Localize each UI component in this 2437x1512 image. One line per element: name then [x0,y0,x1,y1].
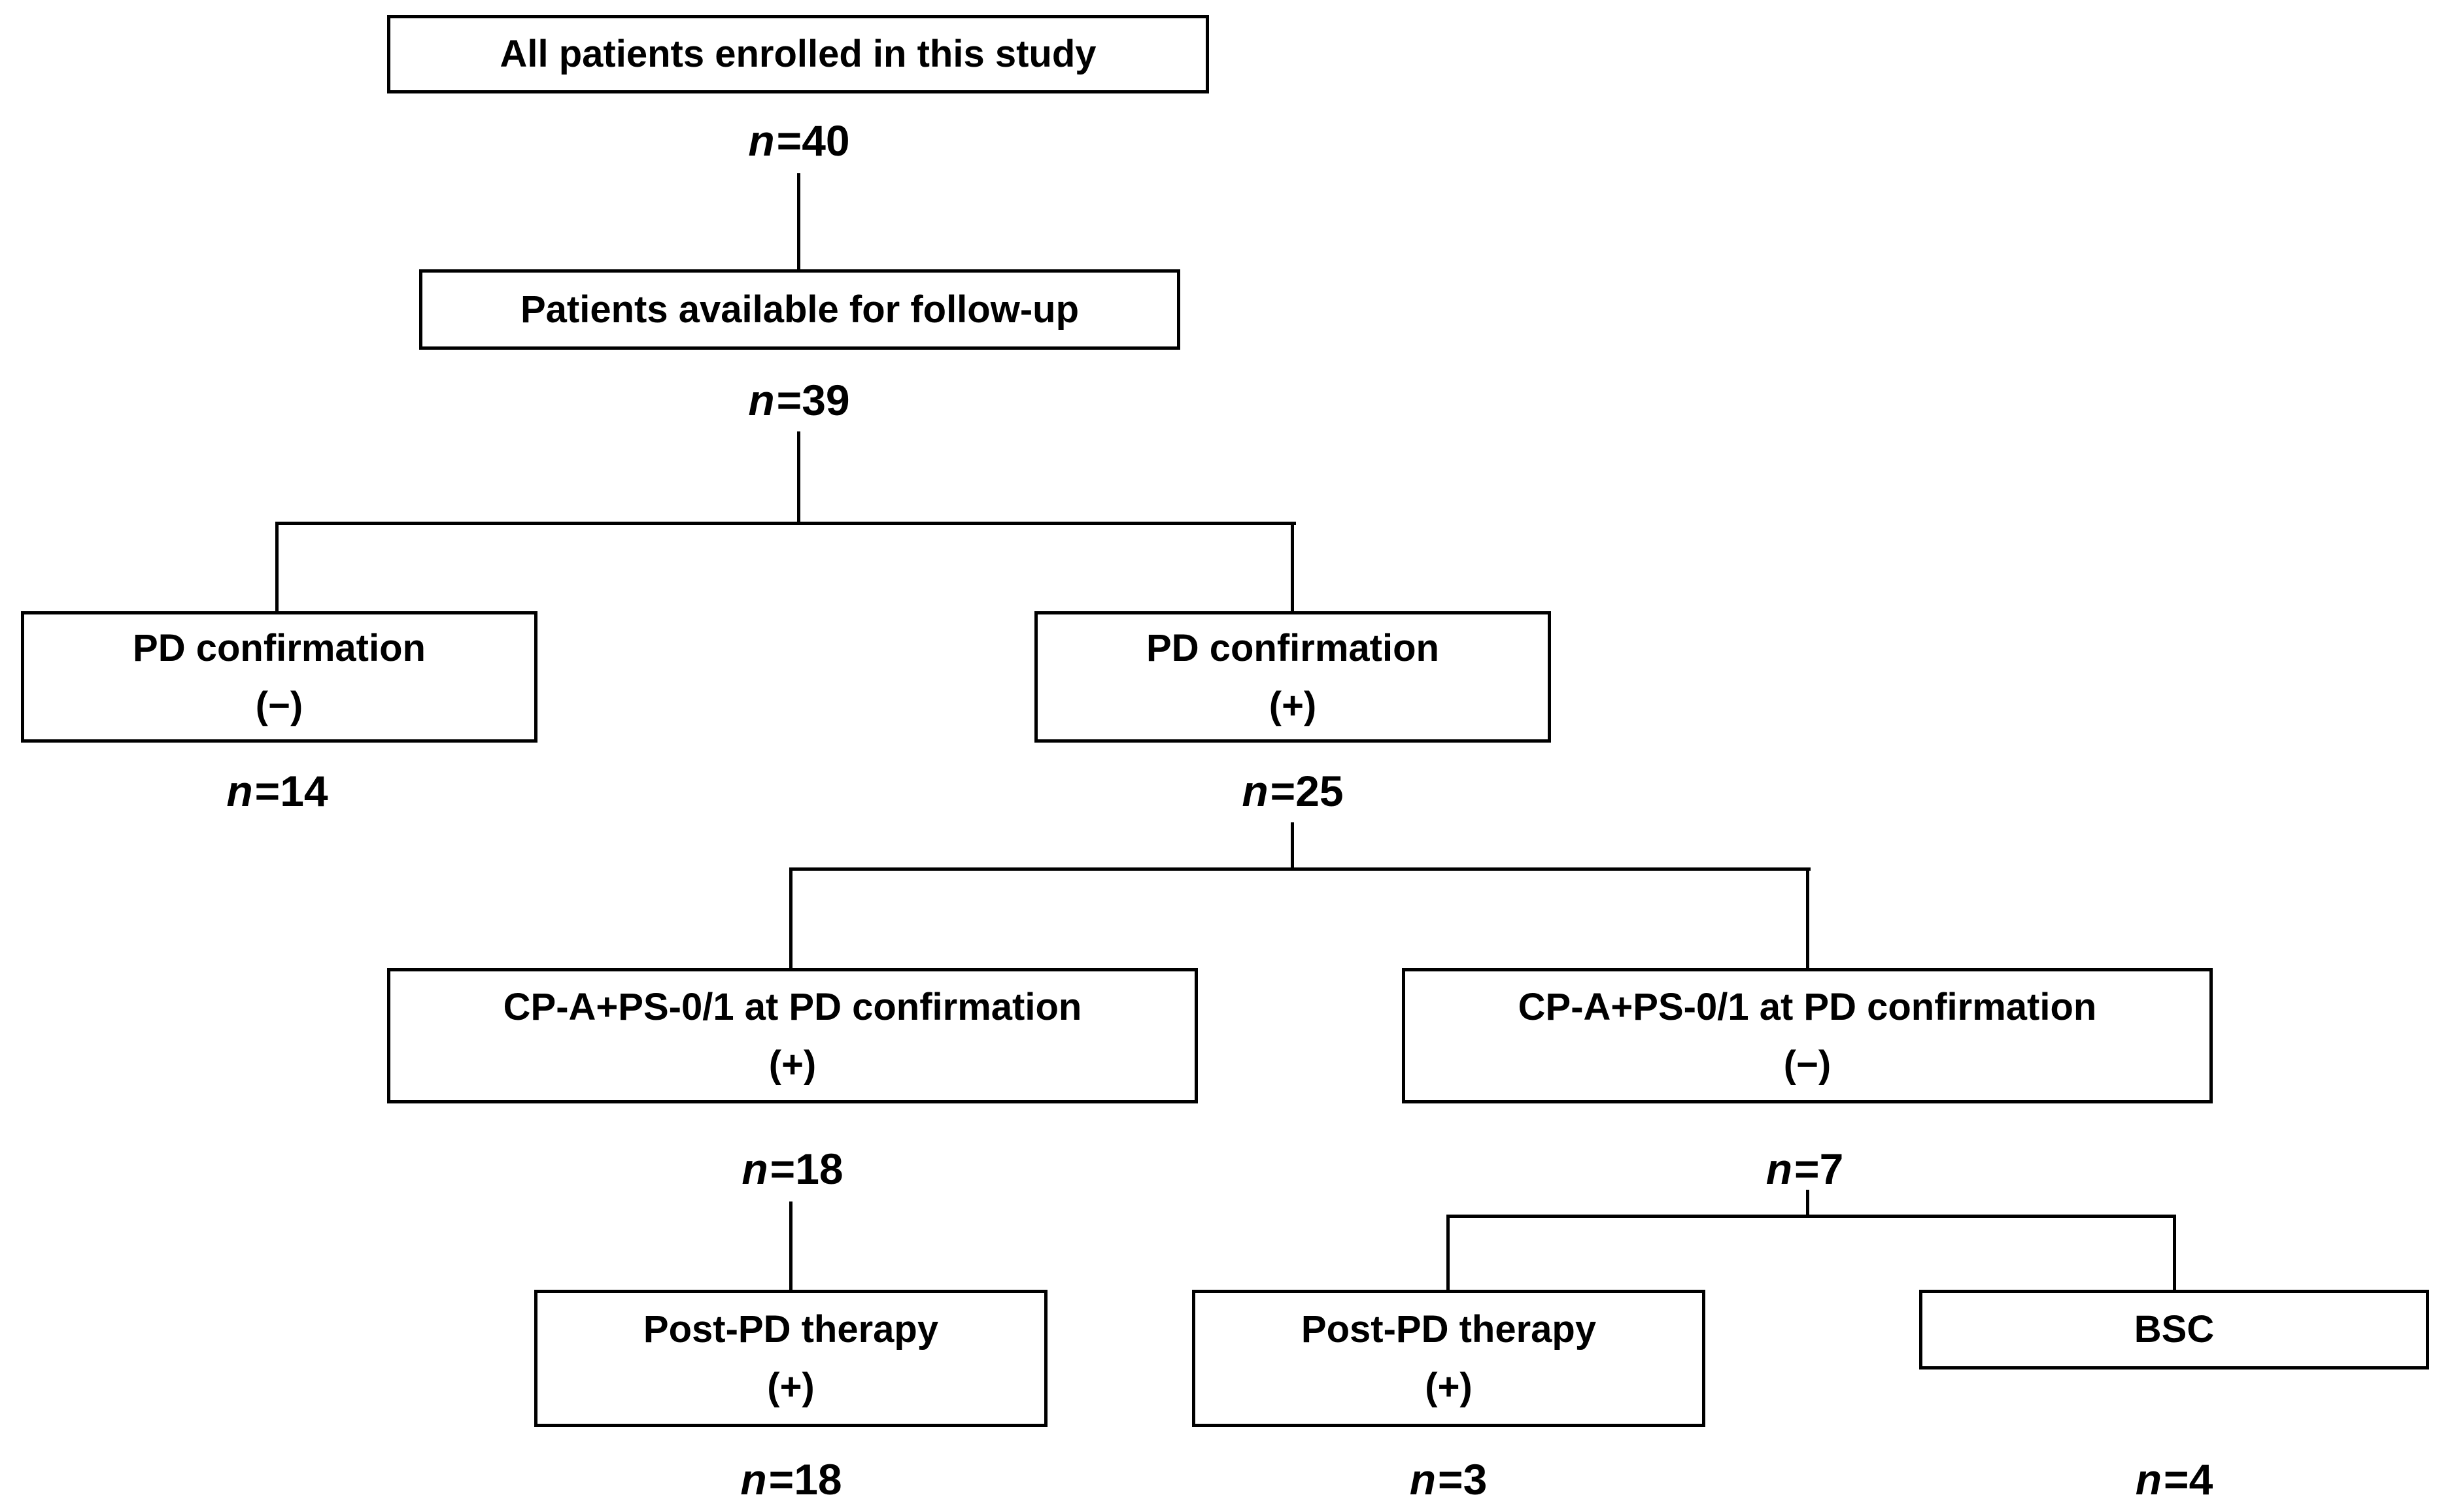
connector-drop-to-cpa-negative [1806,867,1809,968]
box-label: All patients enrolled in this study [500,33,1097,75]
box-label: Patients available for follow-up [520,288,1080,331]
count-symbol-n: n [226,767,253,815]
connector-cpa-negative-branch-bar [1446,1215,2176,1218]
count-value: =18 [770,1145,844,1193]
box-label-line1: PD confirmation [133,626,426,669]
flow-box-pd-confirmation-negative: PD confirmation (−) [21,611,537,743]
count-value: =3 [1438,1455,1488,1504]
box-label-line2: (+) [767,1366,815,1408]
count-label-n40: n=40 [662,113,936,168]
count-symbol-n: n [741,1145,768,1193]
box-label-line1: CP-A+PS-0/1 at PD confirmation [503,985,1082,1028]
count-label-n18: n=18 [655,1141,930,1196]
count-symbol-n: n [748,376,775,424]
connector-pd-positive-branch-bar [789,867,1811,871]
connector-enrolled-to-followup [797,173,800,269]
box-label-line1: Post-PD therapy [643,1308,939,1351]
count-value: =39 [776,376,850,424]
count-value: =18 [768,1455,842,1504]
box-label-line2: (+) [1269,684,1317,727]
count-label-n14: n=14 [140,764,415,818]
count-label-n7: n=7 [1667,1141,1942,1196]
box-label-line2: (−) [1783,1043,1832,1086]
count-symbol-n: n [748,116,775,165]
box-label-line2: (+) [1425,1366,1473,1408]
count-label-n25: n=25 [1155,764,1430,818]
count-value: =25 [1270,767,1344,815]
count-symbol-n: n [1242,767,1269,815]
connector-drop-to-cpa-positive [789,867,792,968]
count-label-n39: n=39 [662,373,936,428]
connector-drop-to-post-pd-mid [1446,1215,1450,1290]
count-value: =4 [2164,1455,2213,1504]
flow-box-pd-confirmation-positive: PD confirmation (+) [1034,611,1551,743]
connector-drop-to-bsc [2173,1215,2176,1290]
connector-pd-positive-branch-stem [1291,822,1294,871]
connector-cpa-negative-branch-stem [1806,1190,1809,1218]
flow-box-post-pd-therapy-left: Post-PD therapy (+) [534,1290,1048,1427]
count-value: =7 [1794,1145,1844,1193]
box-label-line1: CP-A+PS-0/1 at PD confirmation [1518,985,2097,1028]
box-label-line2: (+) [768,1043,817,1086]
flow-box-bsc: BSC [1919,1290,2429,1369]
connector-drop-to-pd-positive [1291,522,1294,611]
connector-followup-branch-bar [275,522,1296,525]
count-symbol-n: n [1409,1455,1437,1504]
count-symbol-n: n [1765,1145,1793,1193]
flow-box-cpa-ps-negative: CP-A+PS-0/1 at PD confirmation (−) [1402,968,2213,1103]
count-label-n3: n=3 [1311,1452,1586,1507]
count-value: =14 [254,767,328,815]
count-symbol-n: n [740,1455,767,1504]
count-label-n4: n=4 [2037,1452,2311,1507]
connector-drop-to-pd-negative [275,522,279,611]
box-label: BSC [2134,1308,2215,1351]
count-symbol-n: n [2135,1455,2162,1504]
box-label-line1: PD confirmation [1146,626,1439,669]
flow-box-available-follow-up: Patients available for follow-up [419,269,1180,350]
connector-followup-branch-stem [797,431,800,525]
box-label-line2: (−) [255,684,303,727]
connector-cpa-positive-to-post-pd [789,1201,792,1290]
flow-box-cpa-ps-positive: CP-A+PS-0/1 at PD confirmation (+) [387,968,1198,1103]
count-label-n18-bottom: n=18 [654,1452,929,1507]
flow-box-all-patients-enrolled: All patients enrolled in this study [387,15,1209,93]
box-label-line1: Post-PD therapy [1301,1308,1597,1351]
flow-box-post-pd-therapy-mid: Post-PD therapy (+) [1192,1290,1705,1427]
count-value: =40 [776,116,850,165]
